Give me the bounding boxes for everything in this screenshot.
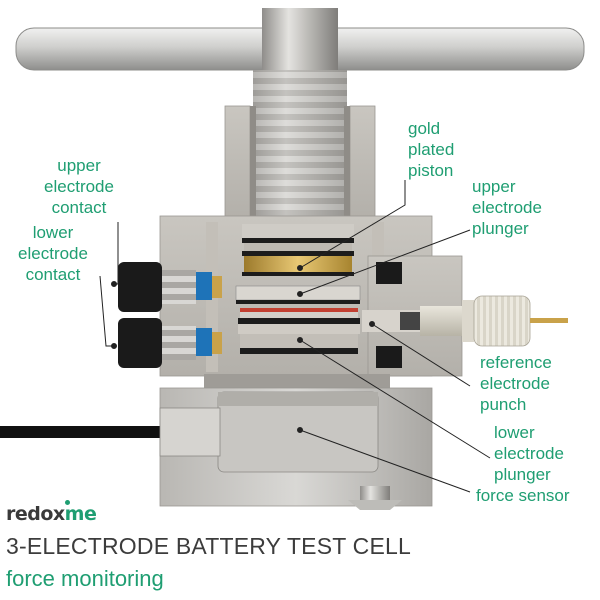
brand-dot: [65, 500, 70, 505]
brand-logo: redoxme: [6, 500, 97, 525]
leader-lower-electrode-plunger: [299, 339, 491, 459]
sensor-cable: [0, 407, 221, 457]
label-reference-electrode-punch: reference electrode punch: [480, 353, 552, 414]
brand-name-part1: redox: [6, 503, 65, 525]
reference-electrode-port: [362, 255, 474, 377]
page-title: 3-ELECTRODE BATTERY TEST CELL: [6, 533, 412, 559]
gold-plated-piston: [242, 224, 354, 276]
leader-gold-plated-piston: [299, 180, 406, 269]
leader-lower-electrode-contact: [99, 275, 114, 347]
label-upper-electrode-plunger: upper electrode plunger: [472, 177, 542, 238]
leader-upper-electrode-contact: [114, 222, 119, 285]
electrode-stack: [238, 308, 360, 354]
label-lower-electrode-plunger: lower electrode plunger: [494, 423, 564, 484]
lower-contact-screw[interactable]: [118, 318, 222, 368]
upper-housing: [224, 105, 376, 219]
label-force-sensor: force sensor: [476, 486, 570, 505]
brand-name-part2: me: [64, 503, 97, 525]
leader-force-sensor: [299, 429, 471, 493]
upper-contact-screw[interactable]: [118, 262, 222, 312]
page-subtitle: force monitoring: [6, 566, 164, 591]
leader-upper-electrode-plunger: [299, 229, 471, 295]
label-gold-plated-piston: gold plated piston: [408, 119, 455, 180]
leader-lines: [99, 180, 491, 493]
label-upper-electrode-contact: upper electrode contact: [44, 156, 114, 217]
label-lower-electrode-contact: lower electrode contact: [18, 223, 88, 284]
bottom-adjust-screw[interactable]: [348, 486, 402, 510]
reference-electrode-knob[interactable]: [473, 295, 568, 347]
leader-reference-electrode-punch: [371, 323, 471, 387]
threaded-screw: [253, 8, 347, 222]
